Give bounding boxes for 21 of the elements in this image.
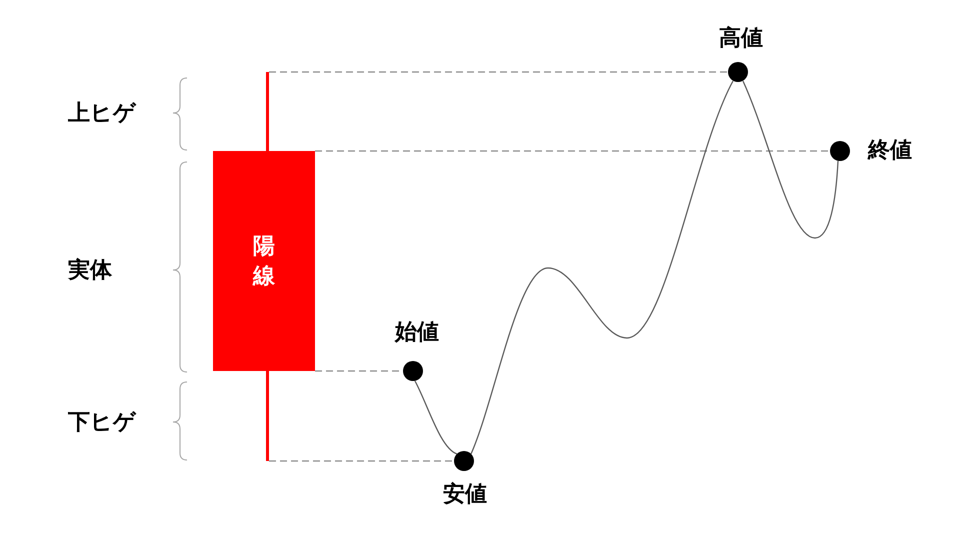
dot-marker-icon [454,451,474,471]
price-curve [470,80,734,454]
dashed-guide-line [269,460,454,462]
part-label: 上ヒゲ [68,100,136,126]
candle-label: 陽線 [252,232,276,290]
dashed-guide-line [315,150,830,152]
part-label: 実体 [68,257,112,283]
dot-marker-icon [403,361,423,381]
dot-marker-icon [830,141,850,161]
dot-marker-icon [728,62,748,82]
part-label: 下ヒゲ [68,409,136,435]
price-label: 安値 [443,481,487,507]
wick-line [266,371,269,461]
price-label: 始値 [395,319,439,345]
candle-body [213,151,315,371]
price-label: 高値 [719,25,763,51]
wick-line [266,72,269,151]
price-curve [414,380,458,455]
dashed-guide-line [269,71,728,73]
price-curve [742,80,839,239]
price-label: 終値 [868,137,912,163]
